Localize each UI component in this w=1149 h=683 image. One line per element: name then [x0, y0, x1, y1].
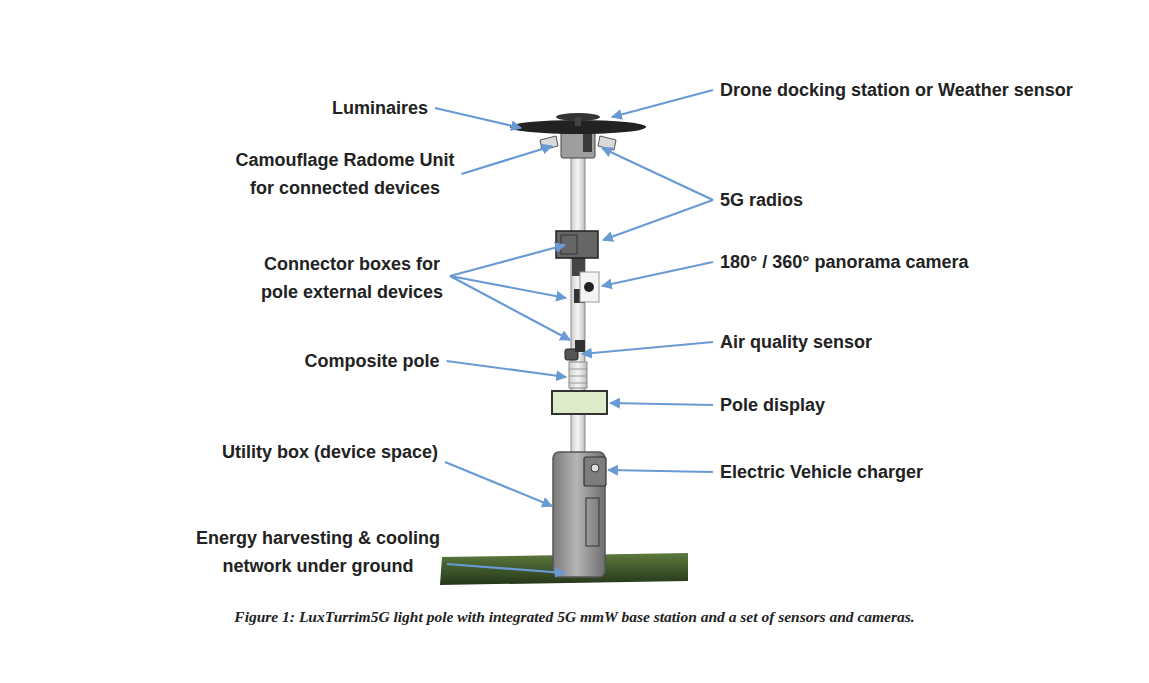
composite-ring: [569, 376, 587, 377]
camera-lens: [584, 282, 594, 292]
callout-label: 180° / 360° panorama camera: [720, 248, 969, 276]
utility-box: [553, 452, 605, 577]
callout-label: Camouflage Radome Unit for connected dev…: [234, 146, 456, 202]
ev-socket: [591, 464, 599, 472]
connector-box-large: [556, 231, 598, 258]
luminaire-lamp: [598, 136, 616, 150]
callout-label: Composite pole: [292, 347, 452, 375]
leader-arrow: [602, 148, 713, 200]
leader-arrow: [435, 108, 521, 128]
utility-door: [586, 498, 599, 546]
leader-arrow: [603, 200, 713, 240]
5g-radio: [583, 132, 592, 152]
leader-arrow: [447, 361, 567, 377]
leader-arrow: [445, 462, 552, 506]
composite-ring: [569, 383, 587, 384]
leader-arrow: [450, 276, 566, 298]
callout-label: Electric Vehicle charger: [720, 458, 923, 486]
leader-arrow: [462, 146, 552, 174]
dock-stem: [575, 117, 581, 126]
leader-arrow: [608, 470, 713, 472]
callout-label: Pole display: [720, 391, 825, 419]
callout-label: Utility box (device space): [205, 438, 455, 466]
callout-label: Drone docking station or Weather sensor: [720, 76, 1073, 104]
pole-display: [552, 391, 607, 414]
composite-section: [569, 362, 587, 388]
connector-box-small: [575, 340, 585, 352]
leader-arrow: [447, 564, 565, 573]
callout-label: Luminaires: [300, 94, 460, 122]
leader-arrow: [610, 403, 713, 405]
callout-label: Air quality sensor: [720, 328, 872, 356]
leader-arrow: [612, 90, 713, 117]
callout-label: Energy harvesting & cooling network unde…: [187, 524, 449, 580]
panorama-camera: [580, 272, 599, 302]
composite-ring: [569, 369, 587, 370]
leader-arrow: [450, 276, 570, 340]
leader-arrow: [602, 262, 713, 286]
leader-arrow: [450, 245, 565, 276]
leader-arrow: [582, 342, 713, 354]
callout-label: Connector boxes for pole external device…: [246, 250, 458, 306]
figure-caption: Figure 1: LuxTurrim5G light pole with in…: [0, 608, 1149, 626]
ev-charger: [584, 457, 606, 486]
callout-label: 5G radios: [720, 186, 803, 214]
